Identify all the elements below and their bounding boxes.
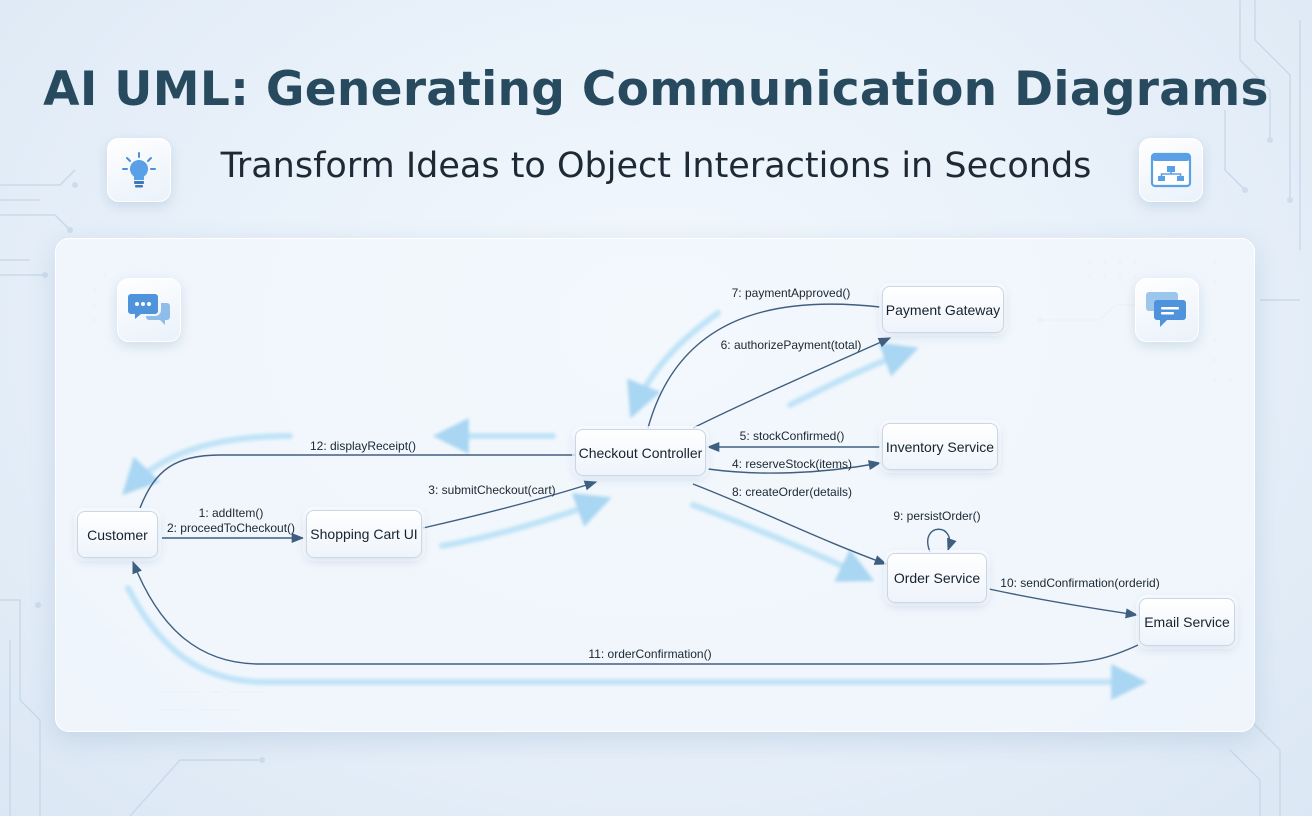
message-label-5: 5: stockConfirmed() [739,429,845,443]
node-order-service-label: Order Service [893,570,981,586]
node-customer[interactable]: Customer [77,511,158,558]
connector-m10 [988,588,1139,619]
message-label-1: 1: addItem() [198,506,264,520]
message-label-12: 12: displayReceipt() [309,439,417,453]
flow-glow-arrow [439,492,612,549]
message-label-2: 2: proceedToCheckout() [166,521,296,535]
message-icon [1135,278,1199,342]
message-label-9: 9: persistOrder() [893,509,981,523]
flowchart-window-icon [1139,138,1203,202]
lightbulb-icon [107,138,171,202]
node-email-service[interactable]: Email Service [1139,598,1235,646]
node-inventory-service[interactable]: Inventory Service [882,423,998,470]
message-label-10: 10: sendConfirmation(orderid) [1000,576,1160,590]
page-title: AI UML: Generating Communication Diagram… [43,62,1269,117]
flow-glow-arrow [690,502,875,582]
page-subtitle: Transform Ideas to Object Interactions i… [220,146,1092,186]
connector-m3 [422,480,598,529]
message-label-6: 6: authorizePayment(total) [720,338,862,352]
node-payment-gateway[interactable]: Payment Gateway [882,286,1004,333]
connector-m6 [692,337,892,429]
flow-glow-arrow [122,433,293,496]
connector-m12 [139,454,576,509]
connector-m7 [647,303,881,429]
message-label-7: 7: paymentApproved() [731,286,851,300]
message-label-11: 11: orderConfirmation() [588,647,712,661]
flow-glow-arrow [787,342,919,408]
message-label-4: 4: reserveStock(items) [731,457,853,471]
node-order-service[interactable]: Order Service [887,553,987,603]
connector-m8 [692,483,888,565]
diagram-panel [55,238,1255,732]
node-customer-label: Customer [87,526,148,543]
node-payment-gateway-label: Payment Gateway [885,301,1001,318]
connector-m4 [707,460,882,474]
node-checkout-controller-label: Checkout Controller [578,444,703,461]
connector-m11 [132,560,1139,665]
message-label-8: 8: createOrder(details) [731,485,853,499]
node-checkout-controller[interactable]: Checkout Controller [575,429,706,476]
chat-bubbles-icon [117,278,181,342]
node-inventory-service-label: Inventory Service [885,438,995,455]
node-shopping-cart-ui[interactable]: Shopping Cart UI [306,510,422,558]
message-label-3: 3: submitCheckout(cart) [428,483,556,497]
flow-glow-arrow [125,585,1148,700]
node-shopping-cart-ui-label: Shopping Cart UI [310,526,418,542]
connector-m9-selfloop [927,528,957,553]
node-email-service-label: Email Service [1144,614,1230,630]
flow-glow-arrow [627,310,721,419]
